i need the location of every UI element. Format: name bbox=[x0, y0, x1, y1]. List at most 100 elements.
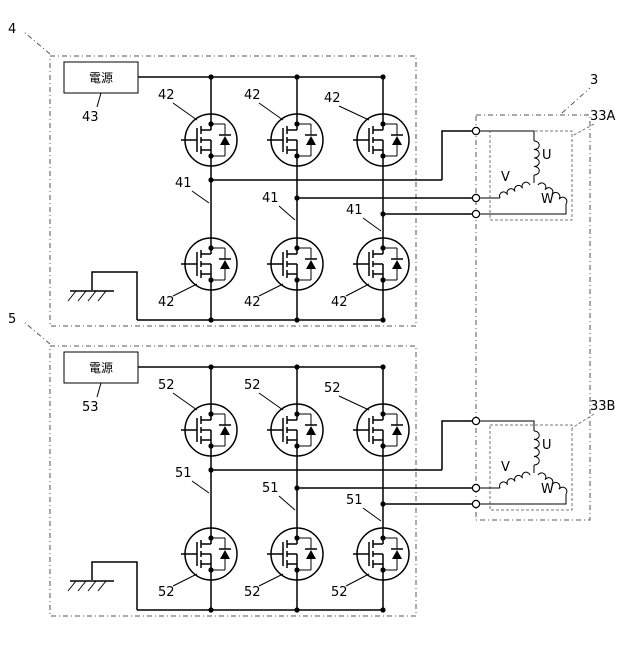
power-supply-label: 電源 bbox=[89, 71, 113, 85]
switch-ref-lower: 52 bbox=[158, 585, 175, 600]
diode-triangle bbox=[392, 550, 402, 559]
junction-leader bbox=[192, 191, 209, 203]
terminal-icon bbox=[472, 210, 479, 217]
mosfet-node bbox=[380, 121, 385, 126]
winding-ref: 33A bbox=[590, 109, 616, 124]
bus-node bbox=[294, 74, 299, 79]
switch-ref-lower: 52 bbox=[244, 585, 261, 600]
ground-hatch bbox=[68, 291, 76, 301]
junction-ref: 41 bbox=[175, 176, 192, 191]
switch-leader bbox=[259, 393, 283, 410]
terminal-icon bbox=[472, 484, 479, 491]
junction-leader bbox=[363, 218, 381, 231]
mosfet-icon bbox=[267, 404, 323, 456]
junction-ref: 41 bbox=[346, 203, 363, 218]
mosfet-node bbox=[294, 567, 299, 572]
diode-triangle bbox=[220, 260, 230, 269]
power-supply-label: 電源 bbox=[89, 361, 113, 375]
bus-node bbox=[380, 607, 385, 612]
mosfet-node bbox=[294, 277, 299, 282]
diode-triangle bbox=[392, 136, 402, 145]
bus-node bbox=[208, 364, 213, 369]
mosfet-node bbox=[294, 535, 299, 540]
mosfet-icon bbox=[181, 404, 237, 456]
switch-ref-upper: 52 bbox=[244, 378, 261, 393]
phase-label-w: W bbox=[541, 192, 554, 207]
diode-triangle bbox=[220, 550, 230, 559]
ground-icon bbox=[68, 581, 114, 591]
power-ref-leader bbox=[97, 93, 101, 107]
mosfet-node bbox=[380, 277, 385, 282]
ground-rail bbox=[92, 562, 137, 610]
phase-u-wire bbox=[442, 131, 476, 180]
switch-leader bbox=[339, 396, 369, 410]
mosfet-node bbox=[208, 153, 213, 158]
mosfet-node bbox=[208, 535, 213, 540]
inverter-4: 4電源43424241424241424241 bbox=[8, 22, 476, 326]
terminal-icon bbox=[472, 127, 479, 134]
switch-leader bbox=[259, 574, 283, 586]
ground-rail bbox=[92, 272, 137, 320]
mosfet-node bbox=[294, 245, 299, 250]
junction-leader bbox=[192, 481, 209, 493]
mosfet-node bbox=[208, 245, 213, 250]
mosfet-node bbox=[208, 121, 213, 126]
mosfet-node bbox=[294, 121, 299, 126]
mosfet-node bbox=[380, 153, 385, 158]
terminal-icon bbox=[472, 417, 479, 424]
mosfet-icon bbox=[181, 238, 237, 290]
bus-node bbox=[380, 74, 385, 79]
bus-node bbox=[294, 364, 299, 369]
inverter-ref: 4 bbox=[8, 22, 16, 37]
inverter-boundary bbox=[50, 346, 416, 616]
mosfet-icon bbox=[267, 528, 323, 580]
junction-leader bbox=[279, 496, 295, 510]
mosfet-node bbox=[208, 411, 213, 416]
mosfet-node bbox=[380, 411, 385, 416]
ground-hatch bbox=[68, 581, 76, 591]
switch-leader bbox=[173, 574, 197, 586]
mosfet-icon bbox=[353, 114, 409, 166]
ground-hatch bbox=[88, 291, 96, 301]
power-ref-leader bbox=[97, 383, 101, 397]
diode-triangle bbox=[392, 260, 402, 269]
winding-ref: 33B bbox=[590, 399, 615, 414]
u-lead bbox=[480, 421, 534, 431]
phase-label-w: W bbox=[541, 482, 554, 497]
coil-icon bbox=[534, 431, 539, 465]
switch-ref-upper: 52 bbox=[158, 378, 175, 393]
diode-triangle bbox=[306, 426, 316, 435]
junction-leader bbox=[363, 508, 381, 521]
inverter-boundary bbox=[50, 56, 416, 326]
mosfet-icon bbox=[181, 528, 237, 580]
power-supply-ref: 43 bbox=[82, 110, 99, 125]
junction-ref: 51 bbox=[175, 466, 192, 481]
winding-leader bbox=[572, 124, 594, 136]
switch-leader bbox=[259, 103, 283, 120]
bus-node bbox=[380, 364, 385, 369]
winding-33A: 33AUVW bbox=[472, 109, 615, 220]
mosfet-node bbox=[380, 245, 385, 250]
mosfet-icon bbox=[353, 528, 409, 580]
diode-triangle bbox=[220, 136, 230, 145]
switch-ref-upper: 42 bbox=[158, 88, 175, 103]
bus-node bbox=[380, 317, 385, 322]
power-supply-ref: 53 bbox=[82, 400, 99, 415]
diode-triangle bbox=[392, 426, 402, 435]
phase-label-u: U bbox=[542, 148, 552, 163]
mosfet-icon bbox=[353, 404, 409, 456]
mosfet-node bbox=[380, 567, 385, 572]
winding-group: 33AUVW33BUVW bbox=[472, 109, 615, 510]
switch-ref-lower: 42 bbox=[331, 295, 348, 310]
inverter-ref: 5 bbox=[8, 312, 16, 327]
diode-triangle bbox=[306, 136, 316, 145]
switch-leader bbox=[173, 284, 197, 296]
switch-ref-lower: 42 bbox=[244, 295, 261, 310]
mosfet-icon bbox=[353, 238, 409, 290]
junction-ref: 41 bbox=[262, 191, 279, 206]
switch-ref-upper: 42 bbox=[244, 88, 261, 103]
mosfet-node bbox=[380, 443, 385, 448]
mosfet-node bbox=[208, 443, 213, 448]
